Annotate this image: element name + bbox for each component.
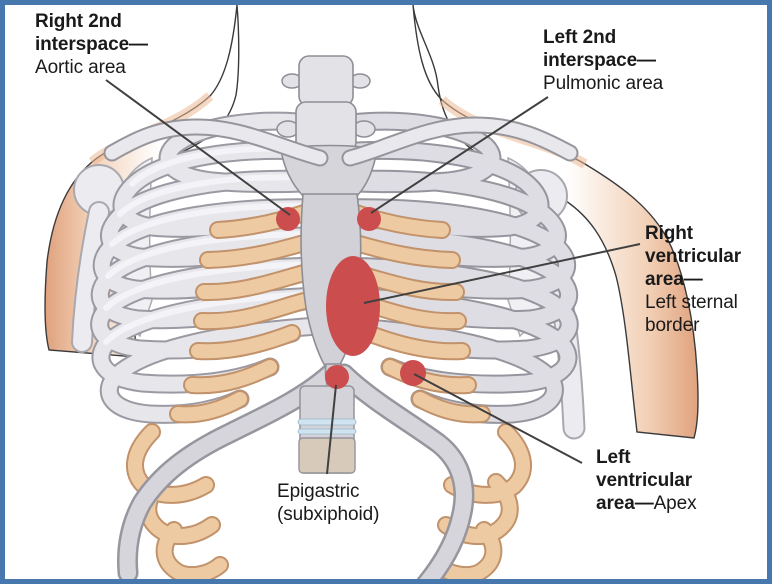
auscultation-markers bbox=[276, 207, 426, 389]
leader-lines bbox=[105, 79, 641, 475]
apex-leader-line bbox=[413, 373, 583, 464]
clavicles bbox=[103, 116, 579, 167]
rib-highlight bbox=[103, 291, 321, 345]
label-line: Epigastric bbox=[277, 481, 360, 502]
rib-highlight bbox=[109, 202, 321, 247]
intervertebral-disc-band bbox=[297, 418, 357, 426]
right-clavicle bbox=[343, 118, 577, 165]
label-line: Right bbox=[645, 223, 694, 244]
left-ventricular-label: Left ventricular area—Apex bbox=[596, 446, 697, 515]
label-line: ventricular bbox=[596, 470, 693, 491]
rib-bone-tip bbox=[197, 266, 311, 300]
label-line: Aortic area bbox=[35, 57, 126, 78]
costal-margins bbox=[117, 363, 475, 584]
rib-bone-tip bbox=[413, 392, 489, 422]
left-costal-margin bbox=[119, 366, 338, 581]
right-ventricular-leader-line bbox=[363, 243, 641, 304]
epigastric-area-marker bbox=[325, 365, 349, 389]
rib-highlight bbox=[117, 174, 321, 217]
label-line: area— bbox=[645, 269, 703, 290]
label-line: Left 2nd bbox=[543, 27, 617, 48]
label-line: interspace— bbox=[35, 34, 148, 55]
aortic-area-marker bbox=[276, 207, 300, 231]
intervertebral-disc-band bbox=[297, 428, 357, 435]
rib-bone-tip bbox=[195, 294, 311, 329]
label-line: Pulmonic area bbox=[543, 73, 664, 94]
rib-bone-tip bbox=[157, 523, 227, 583]
pulmonic-leader-line bbox=[370, 96, 549, 214]
right-ventricular-label: Right ventricular area— Left sternal bor… bbox=[645, 222, 741, 337]
label-line: area—Apex bbox=[596, 493, 697, 514]
cervical-vertebra bbox=[298, 55, 354, 107]
label-line: border bbox=[645, 315, 700, 336]
label-line: Right 2nd bbox=[35, 11, 122, 32]
label-line: interspace— bbox=[543, 50, 656, 71]
right-ventricular-area-marker bbox=[326, 256, 380, 356]
left-ventricular-apex-marker bbox=[400, 360, 426, 386]
rib-highlight bbox=[103, 261, 321, 311]
label-line: Left sternal bbox=[645, 292, 738, 313]
pulmonic-label: Left 2nd interspace— Pulmonic area bbox=[543, 26, 663, 95]
left-clavicle bbox=[105, 120, 327, 165]
pulmonic-area-marker bbox=[357, 207, 381, 231]
epigastric-leader-line bbox=[326, 384, 337, 475]
label-line: ventricular bbox=[645, 246, 742, 267]
rib-bone-tip bbox=[201, 236, 311, 267]
label-line: (subxiphoid) bbox=[277, 504, 380, 525]
aortic-label: Right 2nd interspace— Aortic area bbox=[35, 10, 148, 79]
rib-bone-tip bbox=[185, 360, 277, 393]
right-costal-margin bbox=[336, 366, 472, 584]
label-line: Left bbox=[596, 447, 631, 468]
rib-bone-tip bbox=[171, 392, 247, 422]
left-humerus-shaft-fill bbox=[73, 203, 108, 351]
ribs-right bbox=[332, 111, 579, 584]
rib-bone-tip bbox=[361, 326, 469, 359]
rib-bone-tip bbox=[431, 523, 501, 583]
rib-bone-tip bbox=[349, 236, 459, 267]
aortic-leader-line bbox=[105, 79, 291, 216]
rib-highlight bbox=[105, 231, 321, 279]
rib-bone-tip bbox=[191, 326, 299, 359]
cervical-vertebra bbox=[295, 101, 357, 153]
epigastric-label: Epigastric (subxiphoid) bbox=[277, 480, 379, 526]
